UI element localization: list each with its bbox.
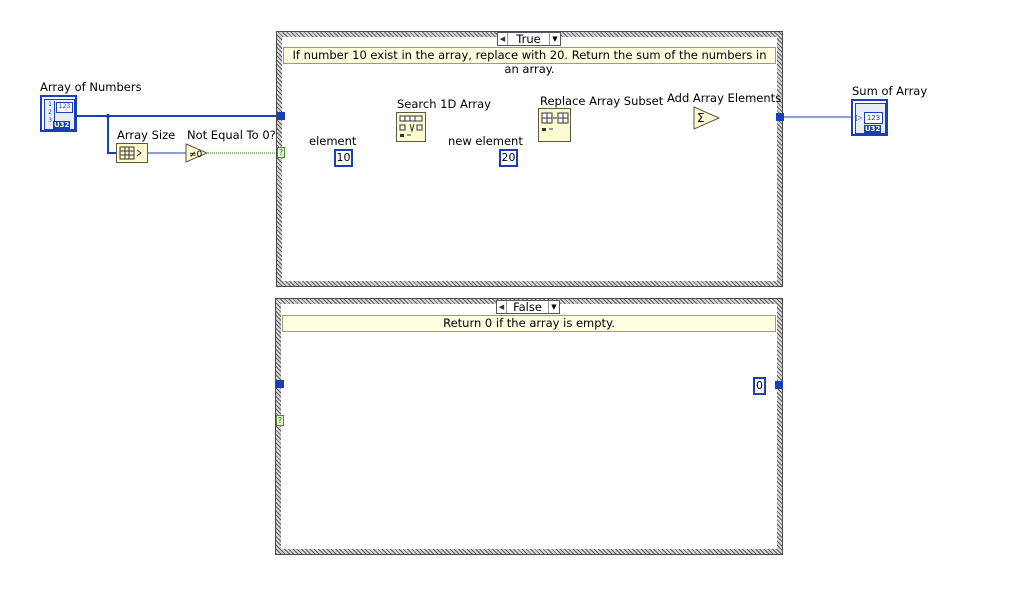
array-input-tunnel[interactable] <box>277 112 285 120</box>
case-comment-false: Return 0 if the array is empty. <box>282 315 776 332</box>
sum-of-array-indicator[interactable]: ▷ 123 U32 <box>851 99 888 136</box>
array-index-3: 3 <box>48 117 52 124</box>
array-input-tunnel[interactable] <box>276 380 284 388</box>
wire-junction <box>106 114 110 118</box>
decrement-arrow-icon[interactable]: ◀ <box>498 303 505 311</box>
case-structure-true[interactable] <box>276 31 783 287</box>
case-selector-true[interactable]: ◀ True ▼ <box>497 32 561 46</box>
decrement-arrow-icon[interactable]: ◀ <box>499 35 506 43</box>
not-equal-to-zero-node[interactable]: ≠0 <box>185 143 209 163</box>
array-index-2: 2 <box>48 109 52 116</box>
new-element-label: new element <box>448 134 523 148</box>
case-selector-terminal[interactable]: ? <box>276 415 284 426</box>
replace-subset-icon <box>541 112 569 131</box>
search-array-icon <box>399 115 423 137</box>
array-of-numbers-label: Array of Numbers <box>40 80 142 94</box>
new-element-constant[interactable]: 20 <box>499 149 518 167</box>
add-array-elements-label: Add Array Elements <box>667 91 782 105</box>
case-structure-false[interactable] <box>275 298 783 555</box>
sum-output-tunnel[interactable] <box>776 113 784 121</box>
u32-type-tag: U32 <box>53 121 71 129</box>
array-index-1: 1 <box>48 101 52 108</box>
search-1d-array-node[interactable] <box>396 112 426 142</box>
indicator-display: 123 <box>864 112 883 124</box>
sum-output-tunnel[interactable] <box>775 381 783 389</box>
replace-array-subset-node[interactable] <box>538 108 571 142</box>
array-of-numbers-control[interactable]: 1 2 3 123 U32 <box>40 95 77 132</box>
not-equal-to-zero-label: Not Equal To 0? <box>187 128 276 142</box>
search-1d-array-label: Search 1D Array <box>397 97 491 111</box>
zero-constant[interactable]: 0 <box>753 377 766 395</box>
array-size-icon <box>119 146 142 160</box>
case-selector-value: False <box>506 301 549 313</box>
case-selector-terminal[interactable]: ? <box>277 147 285 158</box>
u32-type-tag: U32 <box>864 125 882 133</box>
case-selector-value: True <box>507 33 550 45</box>
element-constant[interactable]: 10 <box>334 149 353 167</box>
element-label: element <box>309 134 357 148</box>
chevron-down-icon[interactable]: ▼ <box>552 35 558 43</box>
sigma-icon: Σ <box>697 111 705 125</box>
chevron-down-icon[interactable]: ▼ <box>551 303 557 311</box>
array-size-node[interactable] <box>116 143 148 163</box>
array-element-display: 123 <box>56 102 73 113</box>
not-equal-symbol: ≠0 <box>189 150 203 160</box>
array-size-label: Array Size <box>117 128 176 142</box>
add-array-elements-node[interactable]: Σ <box>693 106 721 130</box>
case-selector-false[interactable]: ◀ False ▼ <box>496 300 560 314</box>
sum-of-array-label: Sum of Array <box>852 84 928 98</box>
array-wire-branch-size[interactable] <box>107 116 118 154</box>
replace-array-subset-label: Replace Array Subset <box>540 94 664 108</box>
case-comment-true: If number 10 exist in the array, replace… <box>283 47 776 76</box>
